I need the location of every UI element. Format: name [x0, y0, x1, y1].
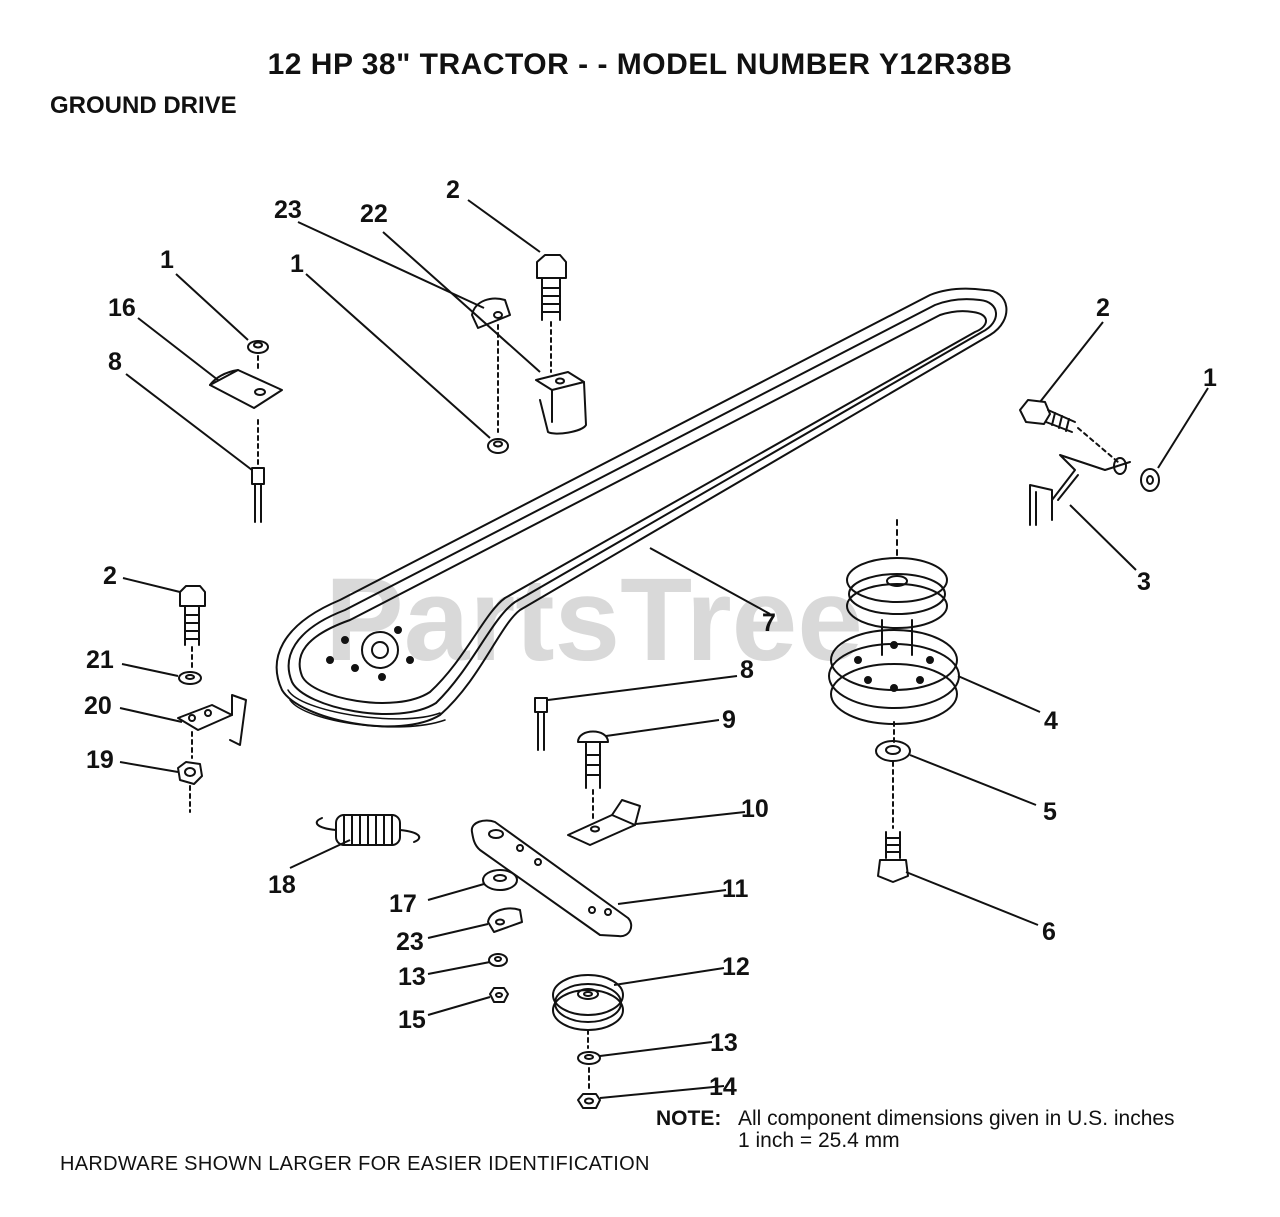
callout-18: 18 — [268, 871, 296, 899]
spring-part-18 — [315, 814, 421, 846]
callout-9: 9 — [722, 706, 736, 734]
callout-4: 4 — [1044, 707, 1058, 735]
callout-labels: 2 23 22 1 1 16 8 2 1 3 7 2 21 20 19 8 9 … — [84, 176, 1217, 1101]
watermark: PartsTree — [325, 554, 863, 686]
bolt-part-2-b — [1019, 399, 1119, 463]
stud-part-8-b — [534, 697, 548, 751]
clip-part-23-a — [471, 297, 511, 433]
callout-2: 2 — [103, 562, 117, 590]
nut-part-1-a — [247, 340, 269, 369]
nut-part-1-b — [487, 438, 509, 454]
bracket-part-22 — [535, 371, 587, 435]
callout-13: 13 — [398, 963, 426, 991]
nut-part-1-c — [1140, 468, 1160, 492]
washer-part-13-b — [577, 1051, 601, 1091]
washer-part-13-a — [488, 953, 508, 967]
callout-13: 13 — [710, 1029, 738, 1057]
nut-part-15 — [489, 987, 509, 1003]
note-line-2: 1 inch = 25.4 mm — [738, 1129, 900, 1152]
callout-2: 2 — [446, 176, 460, 204]
section-subtitle: GROUND DRIVE — [50, 92, 237, 119]
bolt-part-2-c — [179, 585, 206, 669]
drive-belt — [275, 287, 1008, 728]
spacer-part-17 — [482, 869, 518, 891]
callout-8: 8 — [740, 656, 754, 684]
note-text: All component dimensions given in U.S. i… — [738, 1108, 1175, 1152]
leader-lines — [119, 199, 1209, 1099]
callout-1: 1 — [1203, 364, 1217, 392]
callout-5: 5 — [1043, 798, 1057, 826]
callout-22: 22 — [360, 200, 388, 228]
idler-arm-part-11 — [470, 819, 633, 938]
footer-caption: HARDWARE SHOWN LARGER FOR EASIER IDENTIF… — [60, 1153, 650, 1175]
callout-1: 1 — [290, 250, 304, 278]
callout-23: 23 — [274, 196, 302, 224]
note-label: NOTE: — [656, 1107, 722, 1130]
callout-16: 16 — [108, 294, 136, 322]
callout-15: 15 — [398, 1006, 426, 1034]
bolt-part-6 — [877, 831, 909, 883]
page-title: 12 HP 38" TRACTOR - - MODEL NUMBER Y12R3… — [267, 48, 1013, 81]
callout-8: 8 — [108, 348, 122, 376]
bolt-part-2-a — [536, 254, 567, 373]
callout-2: 2 — [1096, 294, 1110, 322]
callout-7: 7 — [762, 609, 776, 637]
bracket-part-20 — [177, 694, 247, 759]
callout-17: 17 — [389, 890, 417, 918]
idler-pulley-part-12 — [552, 974, 624, 1049]
callout-3: 3 — [1137, 568, 1151, 596]
dimensions-note: NOTE: All component dimensions given in U… — [656, 1108, 1175, 1152]
callout-1: 1 — [160, 246, 174, 274]
callout-6: 6 — [1042, 918, 1056, 946]
washer-part-5 — [875, 740, 911, 829]
callout-14: 14 — [709, 1073, 737, 1101]
bolt-part-9 — [577, 730, 609, 821]
note-line-1: All component dimensions given in U.S. i… — [738, 1107, 1175, 1130]
callout-11: 11 — [722, 875, 749, 903]
callout-21: 21 — [86, 646, 114, 674]
stud-part-8-a — [251, 419, 265, 523]
callout-12: 12 — [722, 953, 750, 981]
callout-19: 19 — [86, 746, 114, 774]
callout-20: 20 — [84, 692, 112, 720]
bracket-part-10 — [567, 799, 641, 846]
clip-part-23-b — [487, 907, 523, 933]
nut-part-14 — [577, 1093, 601, 1109]
callout-23: 23 — [396, 928, 424, 956]
washer-part-21 — [178, 671, 202, 685]
callout-10: 10 — [741, 795, 769, 823]
rod-part-3 — [1029, 454, 1131, 526]
bracket-part-16 — [209, 369, 283, 409]
nut-part-19 — [177, 761, 203, 813]
